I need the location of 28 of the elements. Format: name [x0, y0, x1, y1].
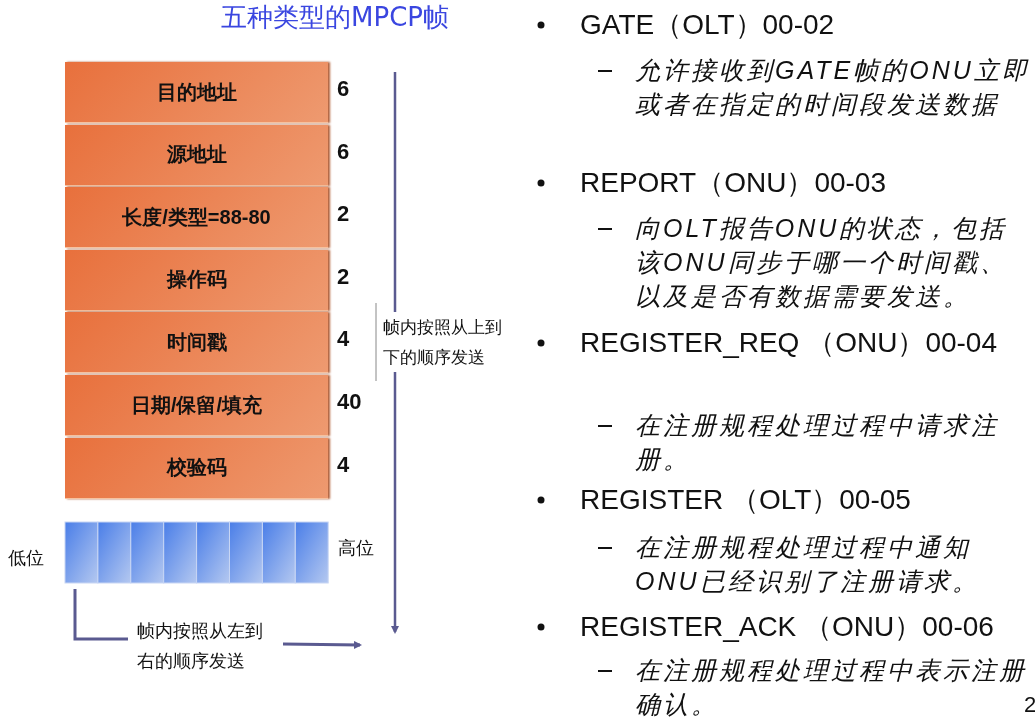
note-text: 帧内按照从左到右的顺序发送 — [137, 619, 264, 673]
byte-count: 4 — [337, 451, 350, 478]
sub-bullet-text: 在注册规程处理过程中通知ONU已经识别了注册请求。 — [635, 532, 981, 597]
bit-label: 低位 — [8, 546, 44, 570]
field-name: 源地址 — [166, 142, 227, 168]
field-name: 长度/类型=88-80 — [122, 204, 271, 230]
byte-count: 4 — [337, 326, 350, 353]
page-number: 2 — [1024, 692, 1035, 718]
byte-count: 6 — [337, 138, 350, 165]
title: 五种类型的MPCP帧 — [220, 1, 450, 34]
sub-bullet-text: 允许接收到GATE帧的ONU立即或者在指定的时间段发送数据 — [635, 55, 1030, 120]
field-name: 时间戳 — [166, 329, 227, 355]
byte-count: 2 — [337, 201, 350, 228]
sub-bullet-text: 在注册规程处理过程中请求注册。 — [635, 410, 1000, 475]
field-name: 目的地址 — [156, 79, 237, 105]
bit-label: 高位 — [338, 536, 374, 560]
bullet-text: REGISTER （OLT）00-05 — [580, 483, 912, 517]
field-name: 操作码 — [166, 267, 227, 293]
bullet-text: GATE（OLT）00-02 — [580, 8, 836, 42]
bullet-text: REGISTER_ACK （ONU）00-06 — [580, 610, 995, 644]
byte-count: 6 — [337, 76, 350, 102]
byte-count: 2 — [337, 263, 350, 290]
field-name: 校验码 — [166, 455, 227, 481]
byte-count: 40 — [337, 389, 362, 415]
sub-bullet-text: 向OLT报告ONU的状态，包括该ONU同步于哪一个时间戳、以及是否有数据需要发送。 — [635, 213, 1009, 312]
bullet-text: REPORT（ONU）00-03 — [580, 166, 887, 200]
bullet-text: REGISTER_REQ （ONU）00-04 — [580, 326, 998, 360]
field-name: 日期/保留/填充 — [130, 392, 263, 418]
